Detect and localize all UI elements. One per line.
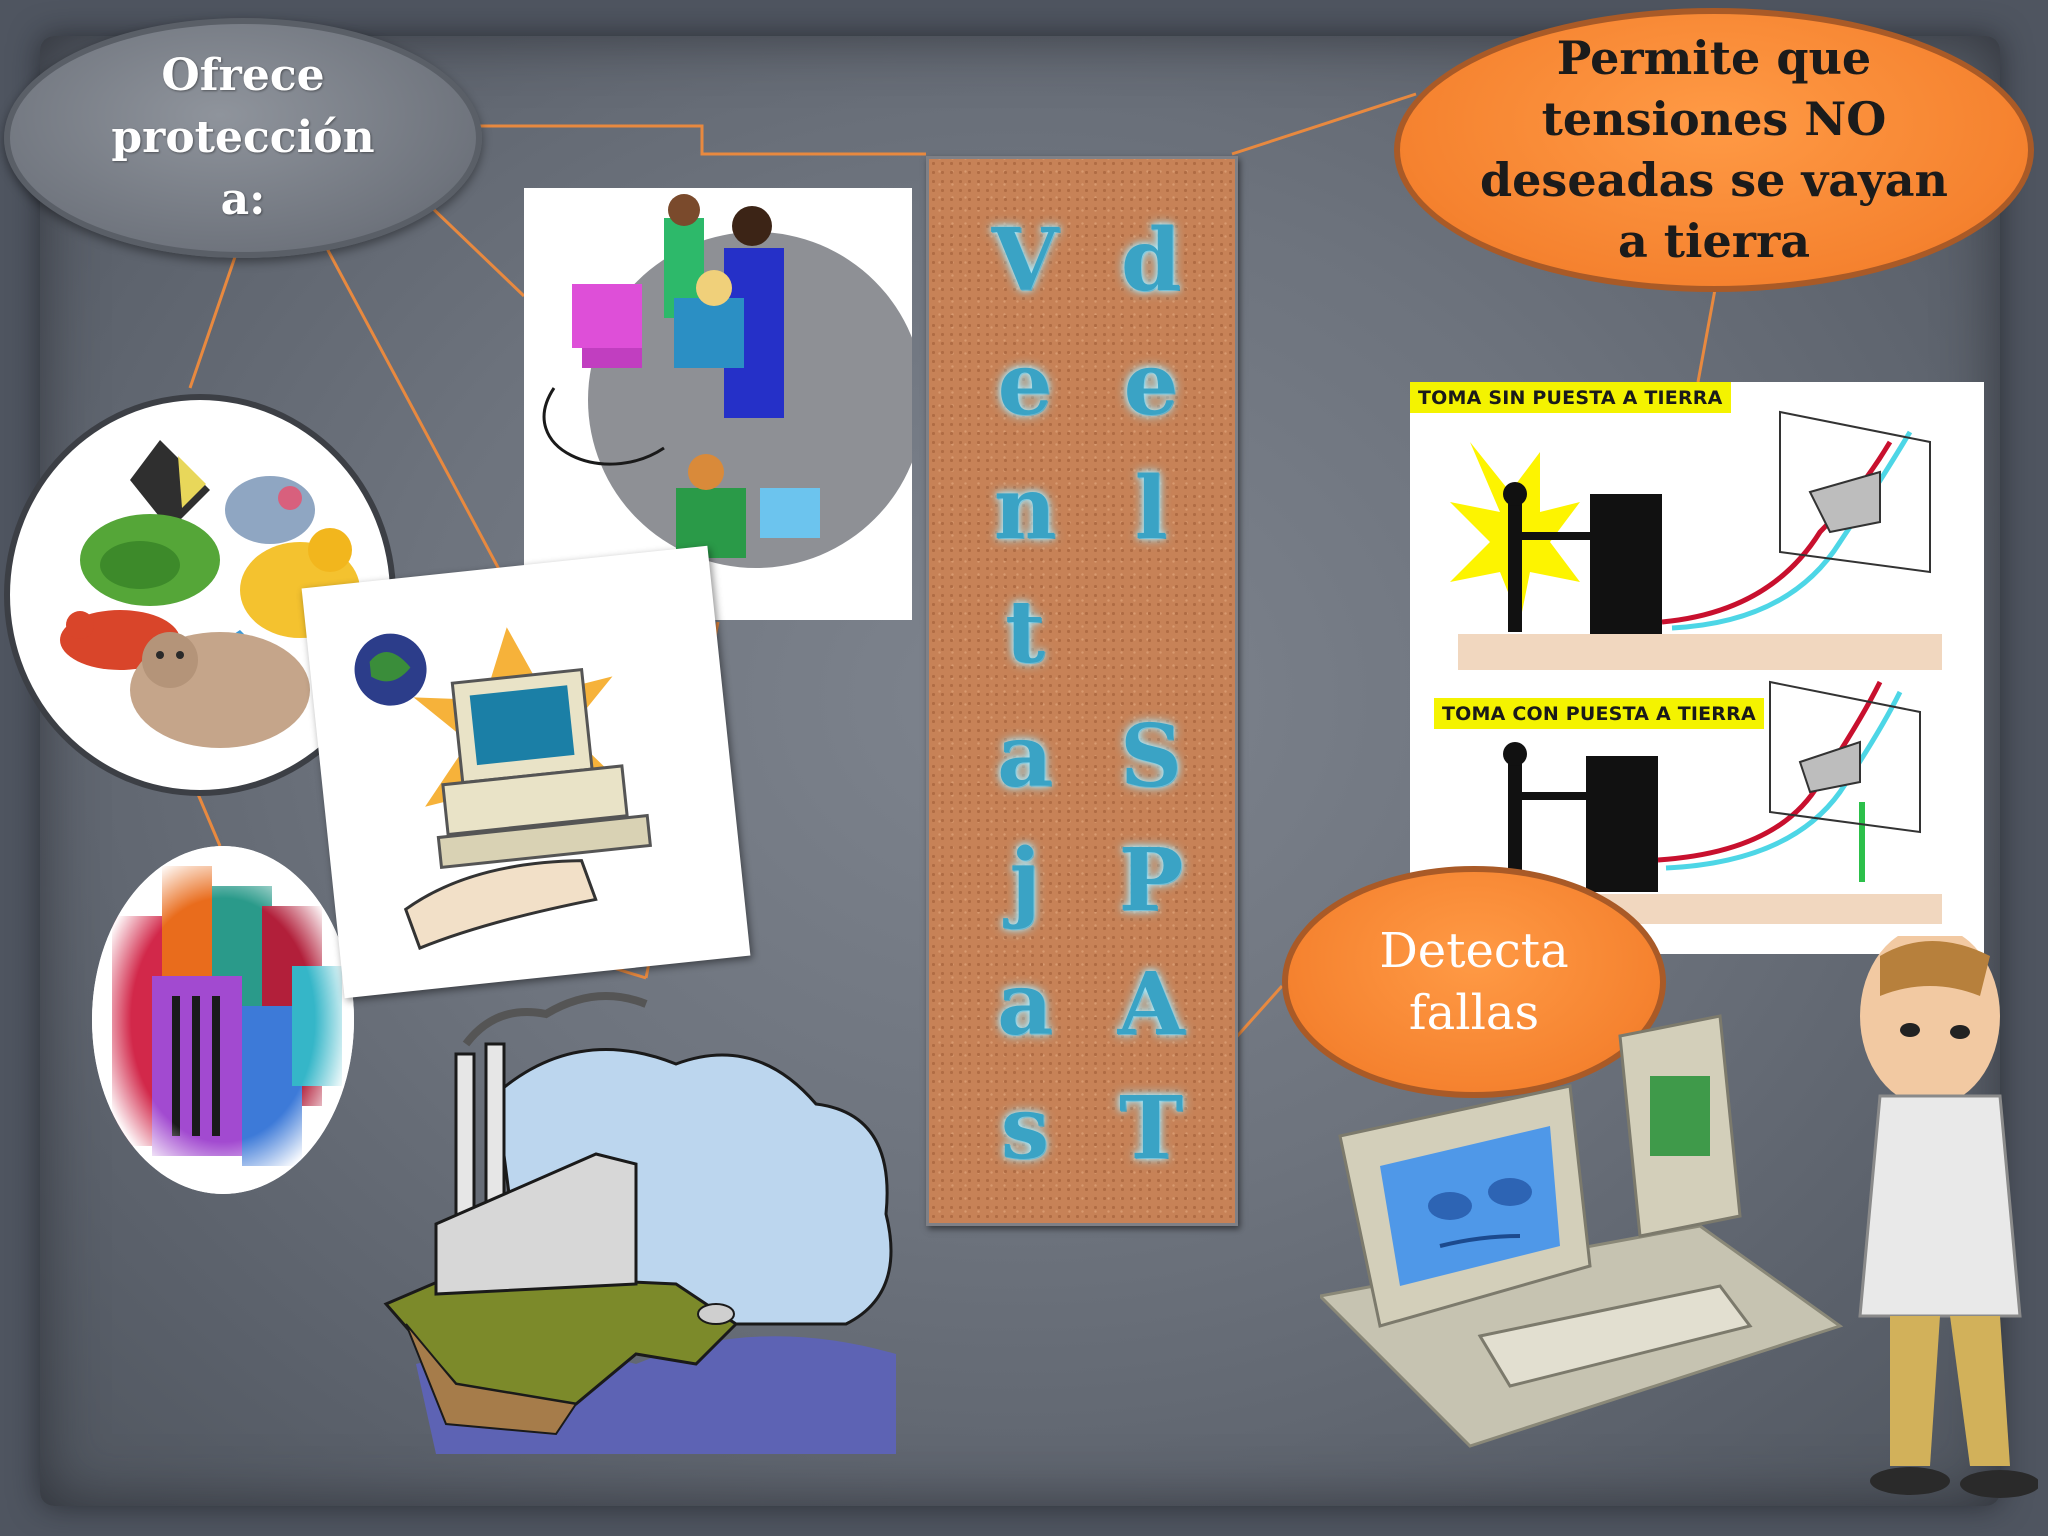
- grounding-diagram: TOMA SIN PUESTA A TIERRA TOMA CON PUESTA…: [1410, 382, 1984, 954]
- title-letter: d: [1120, 210, 1182, 311]
- ground-benefit-bubble: Permite que tensiones NO deseadas se vay…: [1394, 8, 2034, 292]
- title-word-left: V e n t a j a s: [975, 199, 1075, 1191]
- diagram-top-caption: TOMA SIN PUESTA A TIERRA: [1410, 382, 1731, 413]
- diagram-bottom-caption: TOMA CON PUESTA A TIERRA: [1434, 698, 1764, 729]
- title-letter: S: [1119, 706, 1183, 807]
- title-letter: j: [1009, 830, 1041, 931]
- title-letter: s: [1000, 1078, 1050, 1179]
- title-letter: a: [997, 954, 1053, 1055]
- title-letter: t: [1005, 582, 1045, 683]
- protects-label: Ofrece protección a:: [111, 50, 375, 225]
- factory-image: [376, 984, 916, 1454]
- title-letter: a: [997, 706, 1053, 807]
- title-letter: n: [993, 458, 1057, 559]
- title-letter: e: [997, 334, 1053, 435]
- detect-faults-label: Detecta fallas: [1379, 923, 1569, 1041]
- buildings-image: [92, 846, 354, 1194]
- people-computers-image: [524, 188, 912, 620]
- title-letter: T: [1119, 1078, 1183, 1179]
- title-letter: l: [1134, 458, 1168, 559]
- protects-bubble: Ofrece protección a:: [4, 18, 482, 258]
- detect-faults-bubble: Detecta fallas: [1282, 866, 1666, 1098]
- title-letter: A: [1117, 954, 1185, 1055]
- ground-benefit-label: Permite que tensiones NO deseadas se vay…: [1480, 31, 1948, 268]
- title-letter: P: [1118, 830, 1184, 931]
- title-word-right: d e l S P A T: [1101, 199, 1201, 1191]
- title-board: V e n t a j a s d e l S P A T: [926, 156, 1238, 1226]
- title-letter: V: [991, 210, 1059, 311]
- computer-doctor-image: [1316, 926, 2040, 1516]
- computer-in-hand-image: [301, 545, 751, 999]
- title-letter: e: [1123, 334, 1179, 435]
